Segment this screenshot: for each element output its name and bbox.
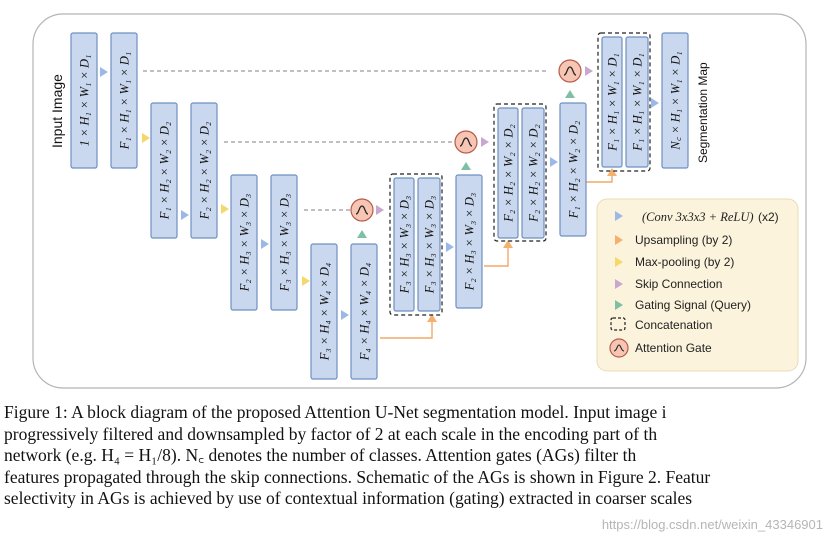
- attention-gate-icon: [609, 338, 629, 358]
- caption-line: features propagated through the skip con…: [4, 466, 711, 487]
- feature-block-label: F₁ × H₁ × W₁ × D₁: [606, 53, 620, 152]
- feature-block-label: F₁ × H₂ × W₂ × D₂: [567, 120, 581, 219]
- conv-arrow: [181, 210, 189, 220]
- feature-block: [661, 32, 689, 169]
- feature-block: [497, 107, 519, 239]
- upsampling-arrowheads: [427, 168, 617, 322]
- caption-line: progressively filtered and downsampled b…: [4, 423, 658, 444]
- feature-block-label: F₃ × H₃ × W₃ × D₃: [423, 196, 437, 295]
- feature-block-label: F₃ × H₃ × W₃ × D₃: [278, 194, 292, 293]
- diagram-frame: [32, 13, 807, 389]
- feature-block-label: F₁ × H₁ × W₁ × D₁: [631, 53, 645, 152]
- gating-arrow-icon: [615, 300, 623, 310]
- maxpool-arrows: [142, 133, 310, 286]
- feature-block: [150, 102, 178, 239]
- feature-blocks: 1 × H₁ × W₁ × D₁ F₁ × H₁ × W₁ × D₁ F₁ × H₂…: [70, 32, 689, 380]
- feature-block-label: N꜀ × H₁ × W₁ × D₁: [669, 51, 683, 150]
- feature-block-label: F₂ × H₂ × W₂ × D₂: [527, 124, 541, 223]
- feature-block: [70, 32, 98, 169]
- caption-line: Figure 1: A block diagram of the propose…: [4, 402, 667, 422]
- maxpool-arrow: [302, 276, 310, 286]
- feature-block: [310, 243, 338, 380]
- feature-block-label: F₂ × H₂ × W₂ × D₂: [502, 124, 516, 223]
- skip-arrow-icon: [615, 279, 623, 289]
- feature-block: [625, 36, 649, 168]
- legend-gating: Gating Signal (Query): [635, 298, 751, 312]
- conv-arrow-icon: [615, 211, 623, 221]
- legend-conv-italic: (Conv 3x3x3 + ReLU): [642, 210, 754, 224]
- feature-block-label: F₁ × H₂ × W₂ × D₂: [158, 121, 172, 220]
- maxpool-arrow: [142, 133, 150, 143]
- figure-caption: Figure 1: A block diagram of the propose…: [4, 402, 830, 510]
- feature-block-label: F₁ × H₁ × W₁ × D₁: [118, 52, 132, 151]
- feature-block: [559, 102, 587, 237]
- feature-block: [601, 36, 623, 168]
- maxpool-arrow-icon: [615, 257, 623, 267]
- legend-box: [596, 198, 799, 372]
- skip-arrowheads: [376, 66, 593, 215]
- caption-line: selectivity in AGs is achieved by use of…: [4, 488, 693, 508]
- conv-arrow: [446, 242, 454, 252]
- caption-line: network (e.g. H₄ = H₁/8). N꜀ denotes the…: [4, 445, 637, 465]
- attention-unet-diagram: Input Image Segmentation Map: [32, 13, 807, 389]
- input-image-label: Input Image: [49, 74, 65, 148]
- gating-arrowheads: [357, 90, 575, 238]
- legend-upsampling: Upsampling (by 2): [635, 233, 732, 247]
- upsampling-path-2: [484, 248, 509, 267]
- feature-block-label: F₂ × H₂ × W₂ × D₂: [198, 121, 212, 220]
- feature-block: [230, 174, 258, 311]
- feature-block-label: F₂ × H₃ × W₃ × D₃: [238, 194, 252, 293]
- feature-block: [521, 107, 545, 239]
- concatenation-box-icon: [610, 317, 626, 331]
- watermark: https://blog.csdn.net/weixin_43346901: [601, 517, 823, 532]
- attention-gate: [350, 198, 374, 222]
- conv-arrow: [341, 310, 349, 320]
- concatenation-box: [389, 173, 443, 316]
- feature-block: [417, 177, 441, 312]
- legend-concatenation: Concatenation: [635, 318, 712, 332]
- conv-arrow: [651, 98, 659, 108]
- upsampling-path-1: [380, 322, 433, 339]
- feature-block: [110, 32, 138, 169]
- feature-block-label: 1 × H₁ × W₁ × D₁: [78, 55, 92, 147]
- legend: (Conv 3x3x3 + ReLU) (x2) Upsampling (by …: [596, 198, 799, 372]
- upsampling-arrow-icon: [615, 235, 623, 245]
- feature-block: [393, 177, 415, 312]
- attention-gate: [558, 59, 582, 83]
- feature-block: [455, 174, 483, 309]
- feature-block-label: F₃ × H₄ × W₄ × D₄: [318, 263, 332, 362]
- feature-block: [350, 243, 378, 380]
- legend-maxpool: Max-pooling (by 2): [635, 255, 734, 269]
- feature-block: [270, 174, 298, 311]
- feature-block: [190, 102, 218, 239]
- conv-arrow: [550, 157, 558, 167]
- upsampling-path-3: [586, 176, 613, 183]
- legend-conv-suffix: (x2): [758, 210, 779, 224]
- attention-gate: [454, 130, 478, 154]
- feature-block-label: F₃ × H₃ × W₃ × D₃: [398, 196, 412, 295]
- conv-arrow: [100, 67, 108, 77]
- feature-block-label: F₂ × H₃ × W₃ × D₃: [463, 193, 477, 292]
- concatenation-box: [493, 103, 547, 242]
- legend-attention-gate: Attention Gate: [635, 341, 712, 355]
- concatenation-box: [597, 32, 651, 172]
- feature-block-label: F₄ × H₄ × W₄ × D₄: [358, 263, 372, 362]
- maxpool-arrow: [221, 204, 229, 214]
- conv-arrow: [261, 239, 269, 249]
- segmentation-map-label: Segmentation Map: [696, 62, 710, 163]
- legend-skip: Skip Connection: [635, 277, 722, 291]
